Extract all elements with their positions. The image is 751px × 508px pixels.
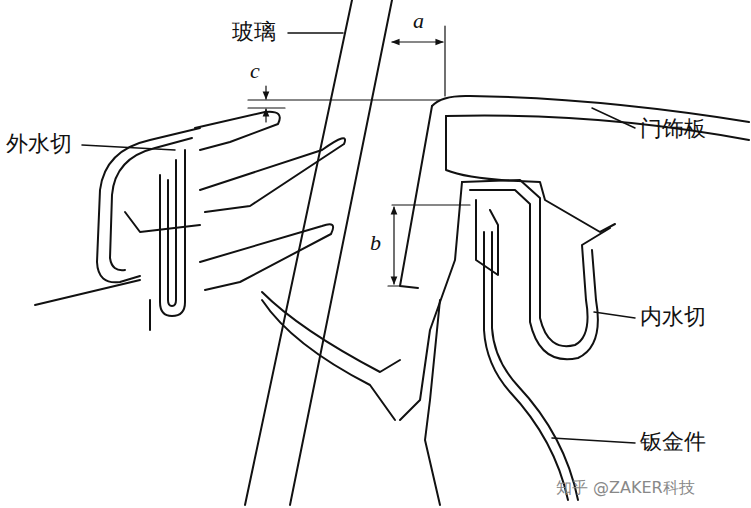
drawing-line [594,312,635,318]
drawing-line [125,212,200,232]
drawing-line [35,280,140,305]
drawing-line [262,292,400,372]
drawing-line [484,232,568,500]
drawing-line [262,300,395,420]
dimension-label: c [250,58,260,84]
drawing-line [245,0,352,505]
drawing-line [470,190,530,250]
watermark: 知乎 @ZAKER科技 [556,478,695,497]
drawing-line [265,86,266,99]
drawing-line [200,224,333,290]
dimension-label: a [413,8,424,34]
drawing-line [82,145,175,150]
drawing-line [476,200,498,275]
drawing-line [160,150,185,316]
drawing-line [462,180,540,250]
drawing-line [492,232,578,500]
drawing [35,0,749,505]
drawing-line [388,285,400,286]
drawing-line [540,228,610,346]
drawing-line [393,207,394,284]
drawing-line [288,32,343,34]
part-label: 外水切 [6,131,72,157]
drawing-line [552,438,635,443]
drawing-line [425,300,440,505]
drawing-line [248,107,285,108]
drawing-line [248,99,440,100]
drawing-line [592,108,635,128]
drawing-line [110,138,192,270]
drawing-line [168,160,176,306]
part-label: 钣金件 [640,429,706,455]
drawing-line [265,109,266,122]
drawing-line [149,300,151,330]
part-label: 内水切 [640,304,706,330]
drawing-line [444,26,445,96]
drawing-line [392,204,470,205]
drawing-line [200,138,345,212]
dimension-label: b [370,230,381,256]
drawing-line [400,106,432,288]
drawing-line [290,0,392,505]
drawing-line [530,250,598,359]
part-label: 门饰板 [640,116,706,142]
drawing-line [195,112,280,150]
drawing-line [392,41,443,42]
part-label: 玻璃 [232,19,276,45]
